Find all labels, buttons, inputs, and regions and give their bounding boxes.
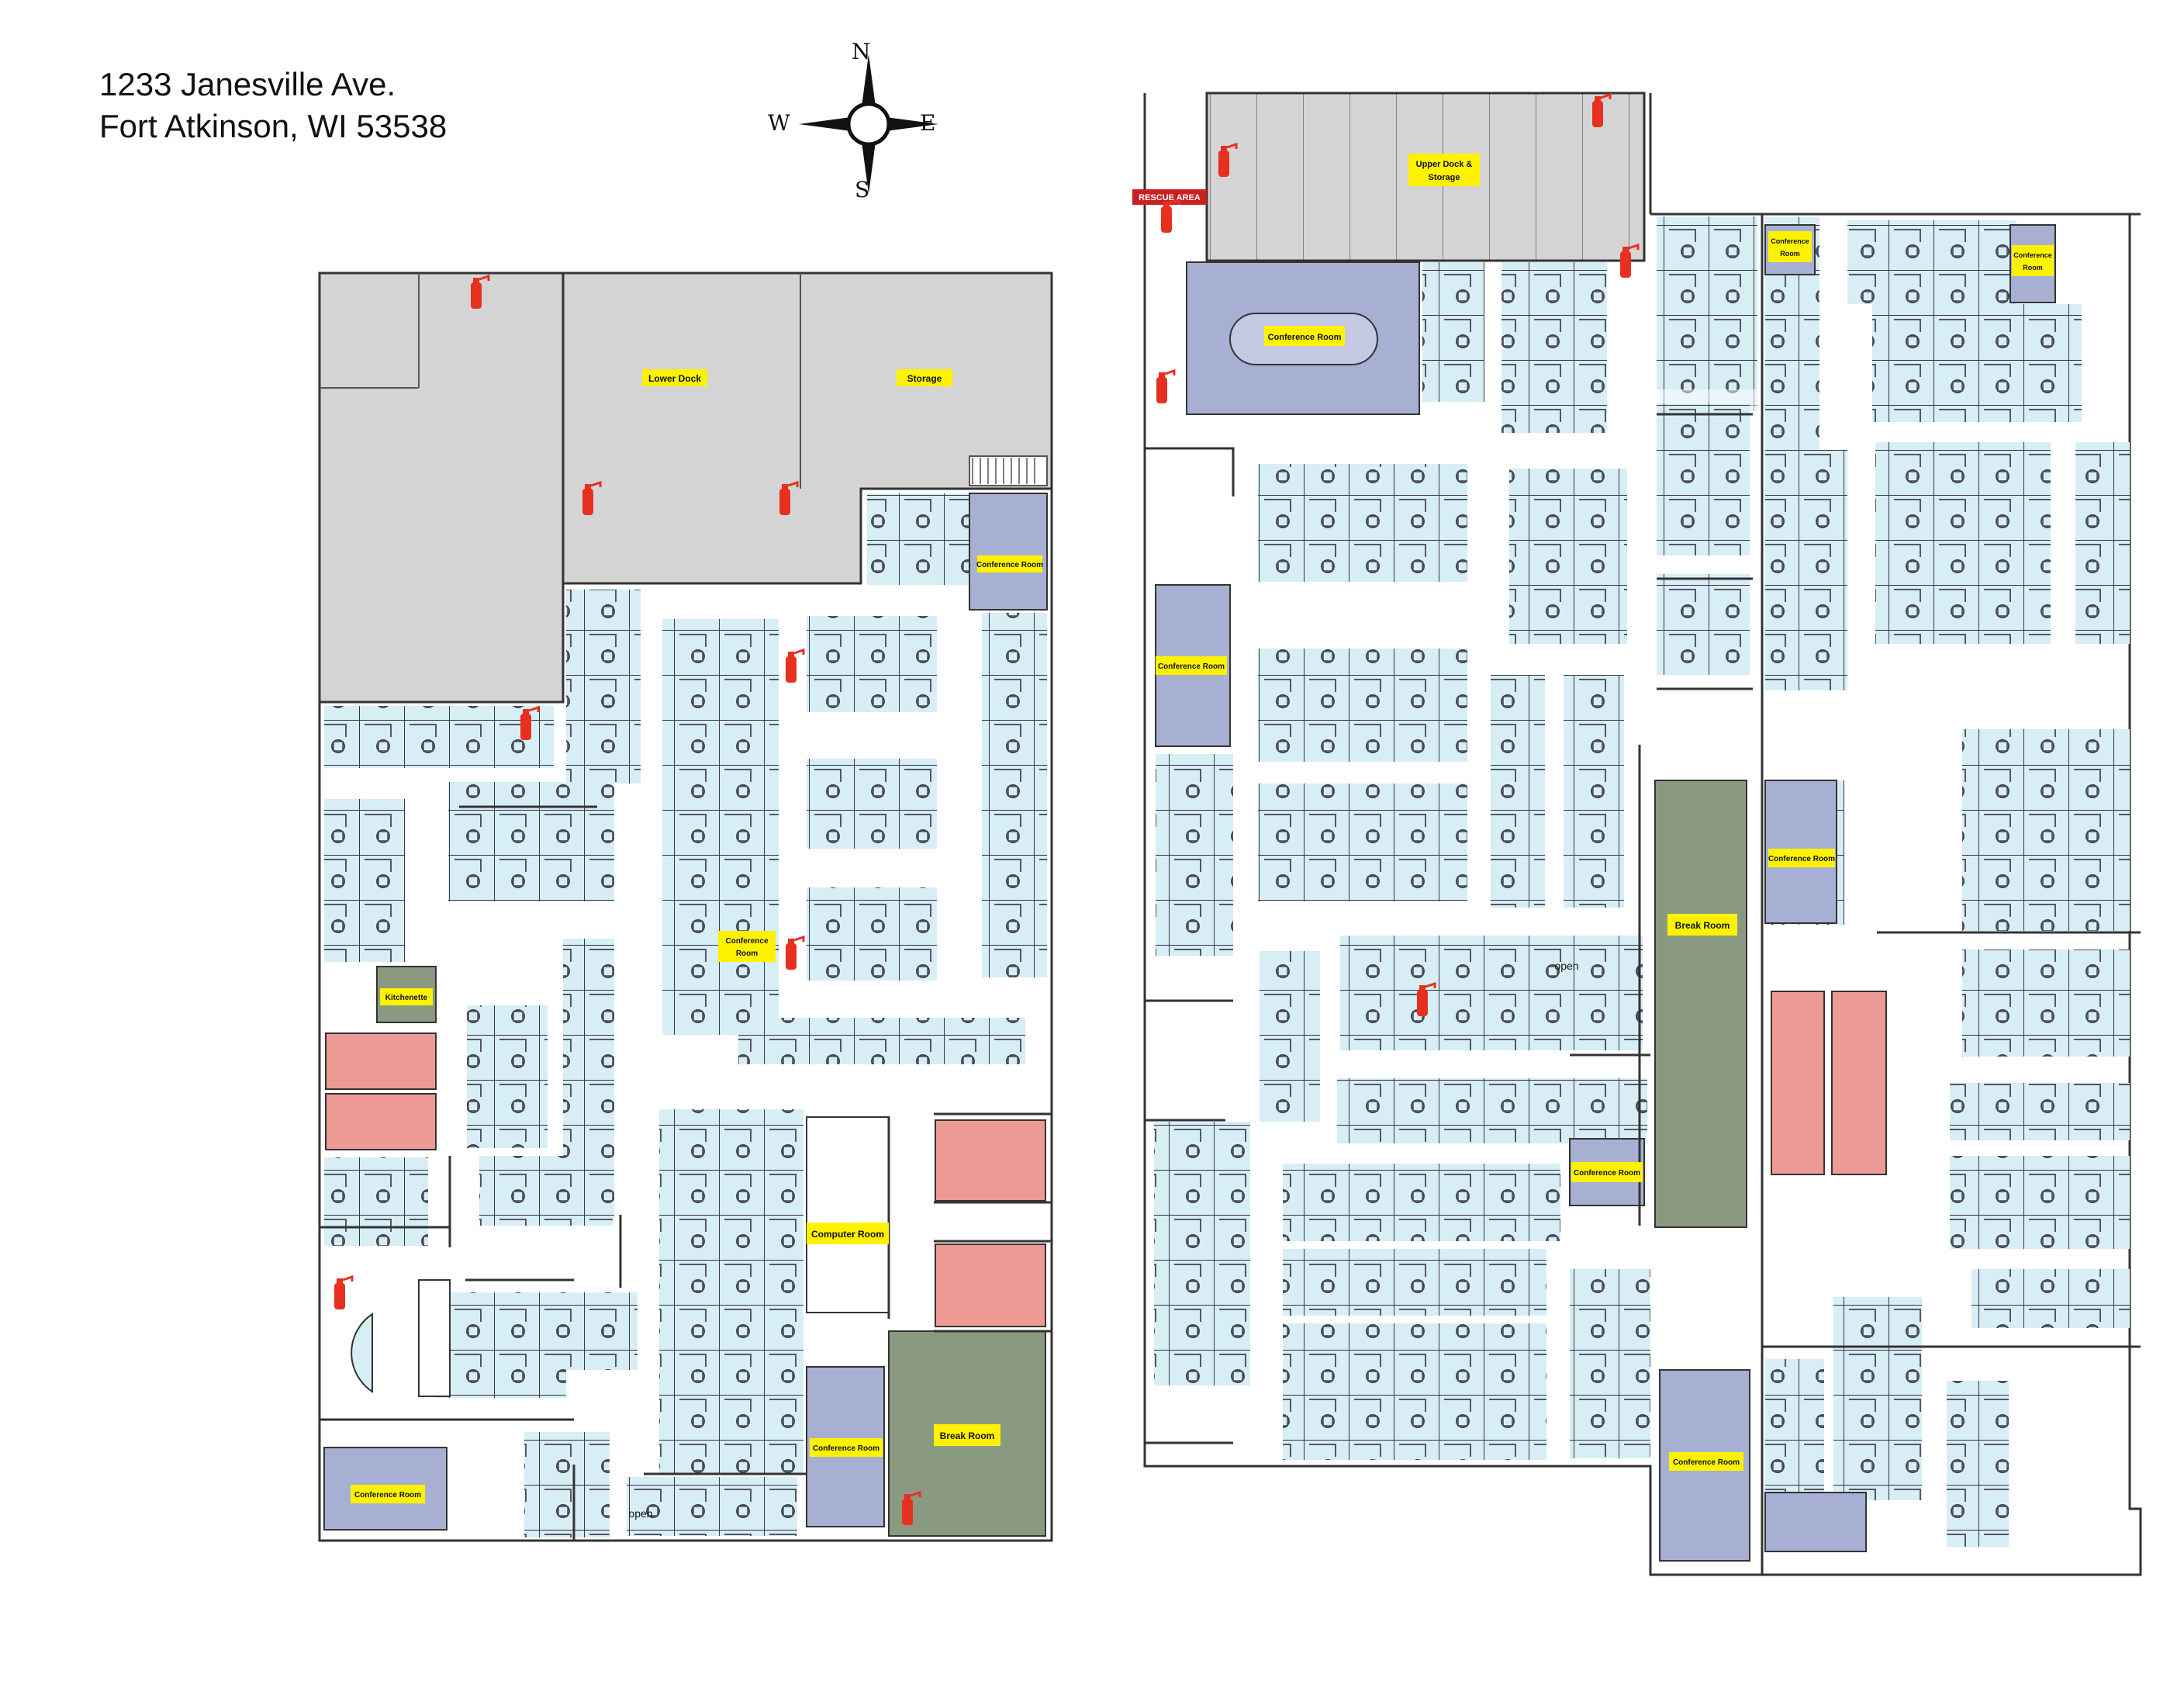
label-conference-room-west: Conference Room — [1158, 662, 1225, 671]
left-building-labels: Lower Dock Storage Conference Room Kitch… — [351, 369, 1043, 1520]
label-conference-north-2-l2: Room — [2023, 264, 2043, 272]
label-conference-room-sw-left: Conference Room — [354, 1491, 421, 1499]
label-conference-north-2-l1: Conference — [2013, 251, 2052, 259]
compass-south: S — [855, 177, 870, 202]
address-line-1: 1233 Janesville Ave. — [99, 66, 396, 102]
left-building — [318, 272, 1053, 1542]
address-line-2: Fort Atkinson, WI 53538 — [99, 108, 448, 144]
label-conference-room-center: Conference Room — [1768, 855, 1835, 863]
label-rescue-area: RESCUE AREA — [1139, 193, 1201, 202]
label-conference-north-1-l1: Conference — [1771, 237, 1809, 245]
label-break-room-left: Break Room — [940, 1430, 995, 1441]
label-conference-center-l2: Room — [736, 950, 758, 958]
label-break-room-right: Break Room — [1675, 920, 1730, 931]
label-conference-room-large: Conference Room — [1268, 333, 1342, 342]
label-open-right: open — [1554, 960, 1578, 972]
label-storage: Storage — [907, 373, 942, 384]
label-kitchenette: Kitchenette — [385, 994, 428, 1002]
label-conference-center-l1: Conference — [725, 937, 768, 946]
conference-room-ne-left — [969, 493, 1048, 611]
label-conference-room-sw-center: Conference Room — [813, 1444, 879, 1453]
label-upper-dock-l2: Storage — [1429, 173, 1460, 182]
label-conference-room-south: Conference Room — [1673, 1458, 1740, 1467]
compass-west: W — [768, 110, 790, 136]
label-computer-room: Computer Room — [811, 1229, 884, 1240]
compass-icon — [799, 54, 938, 194]
right-building: RESCUE AREA — [1132, 92, 2142, 1576]
right-building-labels: Upper Dock & Storage Conference Room Con… — [1156, 154, 2054, 1471]
break-room-right — [1654, 780, 1747, 1228]
address-block: 1233 Janesville Ave. Fort Atkinson, WI 5… — [99, 64, 447, 147]
label-lower-dock: Lower Dock — [648, 373, 701, 384]
label-conference-room-ne: Conference Room — [976, 561, 1043, 569]
compass-rose: N S W E — [768, 39, 969, 209]
label-open-left: open — [628, 1507, 652, 1520]
compass-north: N — [852, 39, 871, 64]
label-conference-north-1-l2: Room — [1780, 250, 1800, 258]
compass-east: E — [920, 110, 936, 136]
label-conference-room-south-small: Conference Room — [1574, 1169, 1640, 1178]
label-upper-dock-l1: Upper Dock & — [1416, 160, 1473, 169]
